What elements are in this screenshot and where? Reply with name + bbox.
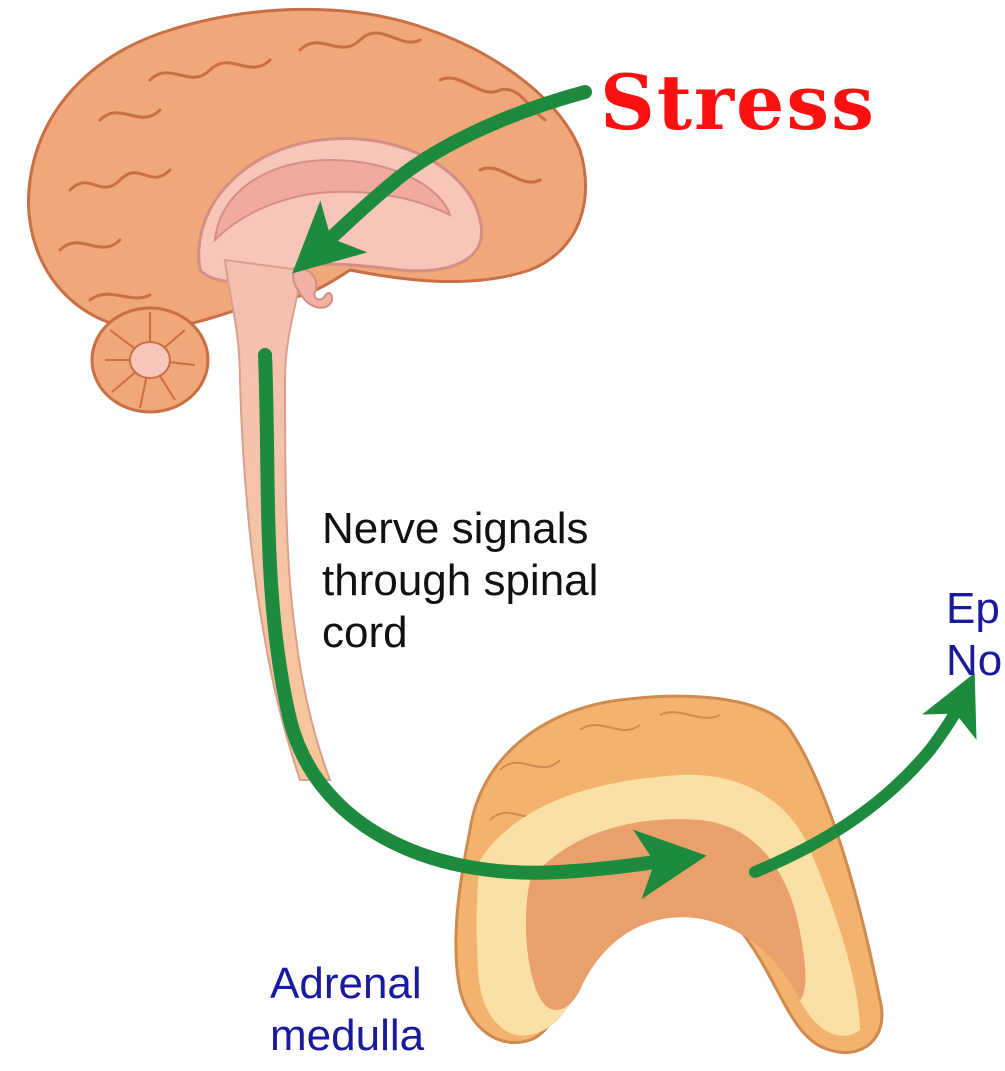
hormones-label: Ep No: [946, 583, 1002, 687]
nerve-signals-label: Nerve signals through spinal cord: [322, 503, 598, 659]
adrenal-gland-illustration: [456, 696, 882, 1071]
spinal-cord: [225, 260, 330, 780]
cerebellum: [92, 308, 208, 412]
adrenal-medulla-label: Adrenal medulla: [270, 958, 424, 1062]
stress-title: Stress: [600, 58, 876, 148]
covered-region: [640, 992, 770, 1071]
